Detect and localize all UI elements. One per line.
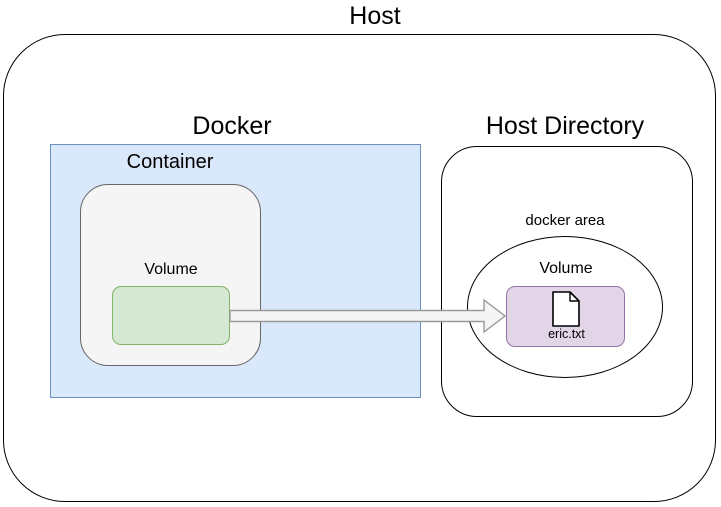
file-name-label: eric.txt [548, 327, 585, 341]
host-directory-box [441, 146, 693, 417]
file-icon [552, 291, 580, 327]
docker-area-label: docker area [525, 212, 605, 229]
host-label: Host [349, 2, 401, 30]
host-box [3, 34, 716, 502]
host-directory-label: Host Directory [485, 112, 645, 140]
host-volume-box: eric.txt [506, 286, 625, 347]
container-label: Container [126, 151, 214, 173]
host-volume-label: Volume [539, 260, 593, 277]
container-volume-label: Volume [144, 261, 198, 278]
container-volume-box [112, 286, 230, 345]
docker-label: Docker [192, 112, 272, 140]
